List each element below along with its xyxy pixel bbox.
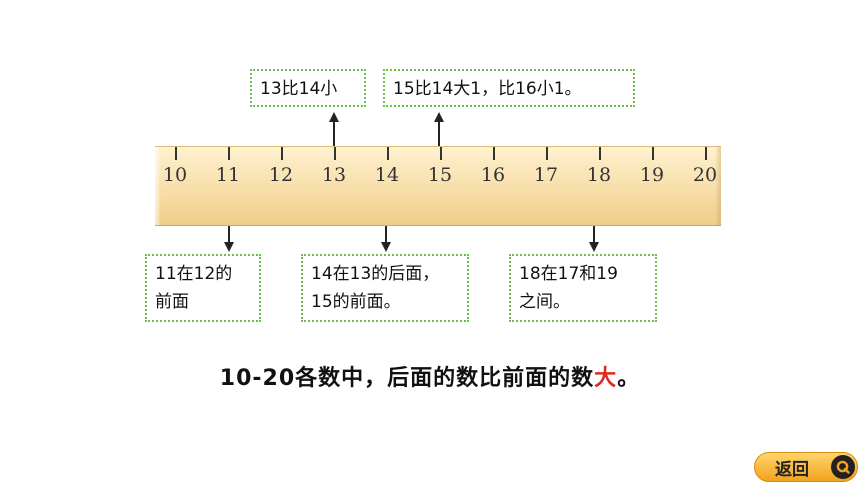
callout-13-vs-14: 13比14小: [250, 69, 366, 107]
callout-14-between: 14在13的后面， 15的前面。: [301, 254, 469, 322]
ruler-label-13: 13: [321, 164, 347, 186]
callout-line: 14在13的后面，: [311, 264, 440, 284]
ruler-label-20: 20: [692, 164, 718, 186]
number-ruler: 10 11 12 13 14 15 16 17 18 19 20: [155, 146, 721, 226]
ruler-label-17: 17: [533, 164, 559, 186]
callout-text: 13比14小: [260, 79, 338, 99]
callout-line: 前面: [155, 292, 189, 312]
callout-line: 11在12的: [155, 264, 233, 284]
callout-line: 15的前面。: [311, 292, 401, 312]
callout-line: 18在17和19: [519, 264, 618, 284]
ruler-label-15: 15: [427, 164, 453, 186]
conclusion-main: 10-20各数中，后面的数比前面的数: [219, 366, 595, 391]
ruler-label-18: 18: [586, 164, 612, 186]
callout-11-before-12: 11在12的 前面: [145, 254, 261, 322]
ruler-label-10: 10: [162, 164, 188, 186]
conclusion-end: 。: [617, 366, 641, 391]
back-button[interactable]: 返回: [754, 452, 858, 482]
ruler-label-14: 14: [374, 164, 400, 186]
callout-15-vs-14-16: 15比14大1，比16小1。: [383, 69, 635, 107]
conclusion-text: 10-20各数中，后面的数比前面的数大。: [0, 360, 860, 392]
callout-text: 15比14大1，比16小1。: [393, 79, 582, 99]
ruler-label-16: 16: [480, 164, 506, 186]
callout-line: 之间。: [519, 292, 570, 312]
conclusion-highlight: 大: [594, 366, 618, 391]
callout-18-between: 18在17和19 之间。: [509, 254, 657, 322]
back-button-label: 返回: [775, 459, 809, 480]
search-q-icon: [831, 455, 855, 479]
ruler-label-11: 11: [215, 164, 241, 186]
ruler-label-19: 19: [639, 164, 665, 186]
ruler-label-12: 12: [268, 164, 294, 186]
